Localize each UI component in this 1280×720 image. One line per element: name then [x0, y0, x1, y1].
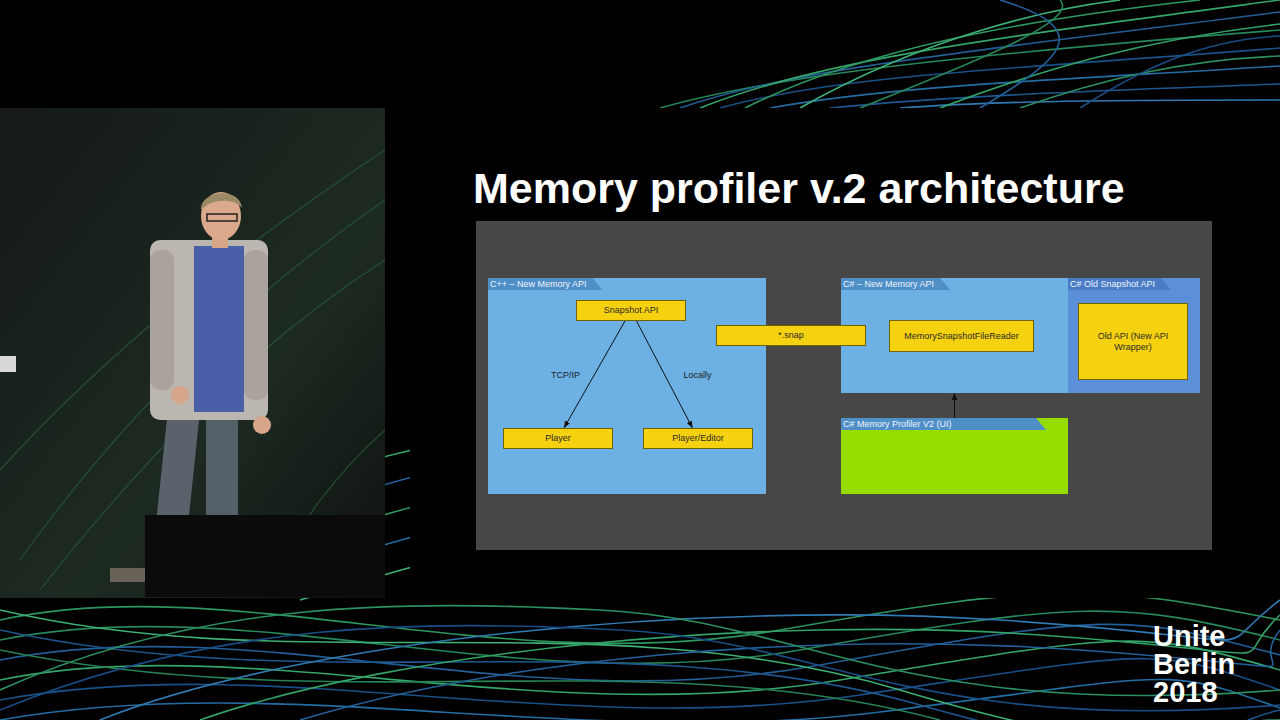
swirl-line [860, 0, 1063, 108]
swirl-line [200, 615, 1280, 720]
arrow-connector [954, 393, 955, 418]
speaker-hair [201, 193, 242, 210]
process-box: Old API (New API Wrapper) [1078, 303, 1188, 380]
process-box: Player [503, 428, 613, 449]
swirl-line [745, 0, 1200, 108]
box-label: *.snap [778, 330, 804, 341]
container-heading: C# – New Memory API [841, 278, 950, 290]
swirl-line [1080, 36, 1280, 108]
swirl-line [700, 0, 1280, 108]
box-label: Player/Editor [672, 433, 724, 444]
swirl-line [770, 66, 1280, 108]
swirl-line [100, 600, 1280, 720]
edge-label: TCP/IP [551, 370, 580, 380]
swirl-line [980, 0, 1059, 108]
slide-background [410, 108, 1280, 598]
container-heading: C++ – New Memory API [488, 278, 603, 290]
box-label: MemorySnapshotFileReader [904, 331, 1019, 342]
speaker-glasses [207, 214, 237, 221]
process-box: Snapshot API [576, 300, 686, 321]
diagram-panel [476, 221, 1212, 550]
box-label: Old API (New API Wrapper) [1085, 331, 1181, 353]
swirl-line [0, 626, 1280, 711]
swirl-line [0, 679, 1280, 720]
speaker-tshirt [194, 246, 244, 412]
speaker-hand [253, 416, 271, 434]
slide-title: Memory profiler v.2 architecture [473, 163, 1125, 213]
arrow-connector [636, 321, 692, 428]
arrow-connector [564, 321, 625, 428]
process-box: MemorySnapshotFileReader [889, 320, 1034, 352]
stage-light [20, 200, 385, 560]
swirl-line [720, 48, 1280, 108]
box-label: Snapshot API [604, 305, 659, 316]
api-container: Snapshot API Player Player/Editor C++ – New… [488, 278, 766, 494]
swirl-line [680, 12, 1280, 108]
edge-label: Locally [683, 370, 711, 380]
speaker-panel [0, 108, 385, 598]
container-heading: C# Old Snapshot API [1068, 278, 1171, 290]
swirl-line [0, 593, 1280, 643]
swirl-line [0, 659, 1280, 708]
speaker-head [201, 192, 241, 240]
file-box: *.snap [716, 325, 866, 346]
swirl-line [1020, 56, 1280, 108]
podium-edge [0, 356, 16, 372]
swirl-line [0, 624, 1280, 680]
swirl-line [0, 630, 1280, 720]
api-container: Old API (New API Wrapper) C# Old Snapshot… [1068, 278, 1200, 393]
swirl-line [940, 24, 1280, 108]
api-container: MemorySnapshotFileReader C# – New Memory … [841, 278, 1068, 393]
container-heading: C# Memory Profiler V2 (UI) [841, 418, 1046, 430]
speaker-shirt [150, 240, 268, 420]
swirl-line [0, 606, 1280, 696]
speaker-arm [150, 250, 174, 390]
event-logo: Unite Berlin 2018 [1153, 622, 1245, 706]
speaker-shoe [110, 568, 150, 582]
speaker-arm [244, 250, 268, 400]
ui-container: C# Memory Profiler V2 (UI) [841, 418, 1068, 494]
speaker-hand [171, 386, 189, 404]
process-box: Player/Editor [643, 428, 753, 449]
swirl-line [0, 641, 1280, 694]
box-label: Player [545, 433, 571, 444]
stage-monitor [145, 515, 385, 597]
